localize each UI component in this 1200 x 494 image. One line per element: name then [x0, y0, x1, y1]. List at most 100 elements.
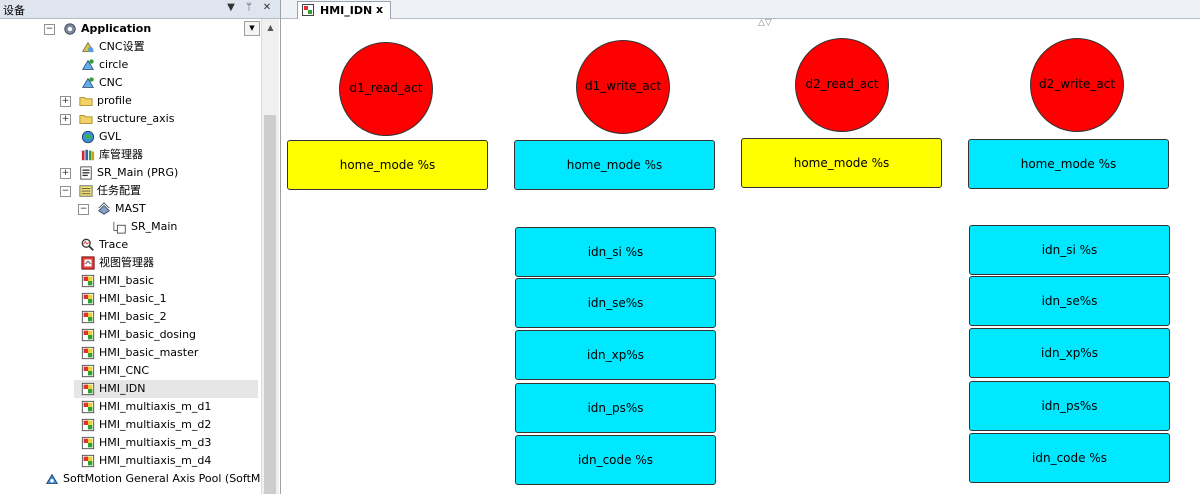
tree-item-label: HMI_basic_2: [99, 310, 167, 323]
scrollbar-thumb[interactable]: [264, 115, 276, 494]
tree-collapse-icon[interactable]: −: [44, 24, 55, 35]
lamp-label: d1_write_act: [584, 79, 662, 93]
cnc-settings-icon: [80, 40, 96, 54]
lamp-label: d1_read_act: [349, 81, 423, 95]
tree-item[interactable]: SR_Main: [112, 218, 177, 236]
tree-item-label: HMI_multiaxis_m_d2: [99, 418, 212, 431]
cnc-program-icon: [80, 76, 96, 90]
home-mode-field[interactable]: home_mode %s: [741, 138, 942, 188]
tree-item-label: GVL: [99, 130, 122, 143]
visu-icon: [302, 4, 314, 16]
visu-icon: [80, 364, 96, 378]
tree-collapse-icon[interactable]: −: [60, 186, 71, 197]
idn-field[interactable]: idn_code %s: [969, 433, 1170, 483]
visu-icon: [80, 292, 96, 306]
tree-item-label: HMI_multiaxis_m_d4: [99, 454, 212, 467]
folder-icon: [78, 94, 94, 108]
globe-icon: [80, 130, 96, 144]
program-icon: [78, 166, 94, 180]
tree-expand-icon[interactable]: +: [60, 96, 71, 107]
tree-item[interactable]: HMI_basic_2: [80, 308, 167, 326]
tree-item[interactable]: Trace: [80, 236, 128, 254]
tree-item[interactable]: CNC设置: [80, 38, 145, 56]
tree-item-label: 库管理器: [99, 148, 143, 161]
task-icon: [96, 202, 112, 216]
tab-close-icon[interactable]: x: [376, 3, 384, 16]
scroll-up-icon[interactable]: ▲: [267, 23, 274, 32]
visu-icon: [80, 418, 96, 432]
tree-item[interactable]: CNC: [80, 74, 123, 92]
canvas-marker-icon: △▽: [758, 18, 772, 28]
tree-item[interactable]: 视图管理器: [80, 254, 154, 272]
tree-item[interactable]: HMI_basic_dosing: [80, 326, 196, 344]
tree-item[interactable]: profile: [78, 92, 132, 110]
indicator-lamp-d1-read-act: d1_read_act: [339, 42, 433, 136]
tree-item-label: HMI_basic_1: [99, 292, 167, 305]
tree-expand-icon[interactable]: +: [60, 114, 71, 125]
task-config-icon: [78, 184, 94, 198]
folder-icon: [78, 112, 94, 126]
panel-pin-icon[interactable]: ᛘ: [246, 2, 252, 13]
tree-selection-highlight: [74, 380, 258, 398]
idn-field[interactable]: idn_si %s: [969, 225, 1170, 275]
editor-tabbar: HMI_IDN x: [281, 0, 1200, 19]
tree-item[interactable]: HMI_basic_master: [80, 344, 198, 362]
idn-field[interactable]: idn_si %s: [515, 227, 716, 277]
idn-field[interactable]: idn_xp%s: [515, 330, 716, 380]
lamp-label: d2_write_act: [1038, 77, 1116, 91]
tree-item[interactable]: SR_Main (PRG): [78, 164, 178, 182]
tree-item[interactable]: HMI_basic_1: [80, 290, 167, 308]
panel-menu-dropdown-icon[interactable]: ▼: [227, 2, 235, 13]
tree-item-label: HMI_basic_dosing: [99, 328, 197, 341]
visualization-canvas[interactable]: △▽ d1_read_act d1_write_act d2_read_act d2_…: [281, 18, 1200, 494]
tree-item[interactable]: HMI_multiaxis_m_d2: [80, 416, 211, 434]
tree-item[interactable]: HMI_CNC: [80, 362, 149, 380]
lamp-label: d2_read_act: [805, 77, 879, 91]
tree-dropdown-icon[interactable]: ▼: [244, 21, 260, 36]
tree-item[interactable]: HMI_IDN: [80, 380, 145, 398]
tree-item[interactable]: HMI_multiaxis_m_d3: [80, 434, 211, 452]
tab-hmi-idn[interactable]: HMI_IDN x: [297, 1, 391, 19]
tree-item-label: HMI_multiaxis_m_d3: [99, 436, 212, 449]
tree-item-label: Application: [81, 22, 152, 35]
gear-icon: [62, 22, 78, 36]
tree-item-label: circle: [99, 58, 129, 71]
trace-icon: [80, 238, 96, 252]
tree-expand-icon[interactable]: +: [60, 168, 71, 179]
tree-item[interactable]: SoftMotion General Axis Pool (SoftMotion: [44, 470, 261, 488]
tree-collapse-icon[interactable]: −: [78, 204, 89, 215]
tree-item-label: Trace: [99, 238, 129, 251]
tree-item[interactable]: MAST: [96, 200, 146, 218]
tree-scrollbar[interactable]: ▲: [261, 19, 279, 494]
indicator-lamp-d2-read-act: d2_read_act: [795, 38, 889, 132]
idn-field[interactable]: idn_se%s: [515, 278, 716, 328]
tree-item[interactable]: 库管理器: [80, 146, 143, 164]
idn-field[interactable]: idn_se%s: [969, 276, 1170, 326]
tree-item-label: HMI_basic: [99, 274, 155, 287]
home-mode-field[interactable]: home_mode %s: [287, 140, 488, 190]
home-mode-field[interactable]: home_mode %s: [968, 139, 1169, 189]
cnc-program-icon: [80, 58, 96, 72]
tree-item[interactable]: HMI_multiaxis_m_d1: [80, 398, 211, 416]
indicator-lamp-d1-write-act: d1_write_act: [576, 40, 670, 134]
tree-item-label: HMI_IDN: [99, 382, 146, 395]
tree-item[interactable]: structure_axis: [78, 110, 174, 128]
home-mode-field[interactable]: home_mode %s: [514, 140, 715, 190]
tree-item[interactable]: HMI_basic: [80, 272, 154, 290]
tree-item[interactable]: Application: [62, 20, 151, 38]
tree-item-label: structure_axis: [97, 112, 175, 125]
tree-item-label: HMI_CNC: [99, 364, 150, 377]
tree-item-label: SoftMotion General Axis Pool (SoftMotion: [63, 472, 261, 485]
panel-close-icon[interactable]: ✕: [262, 2, 272, 13]
visu-icon: [80, 328, 96, 342]
idn-field[interactable]: idn_ps%s: [515, 383, 716, 433]
tree-item-label: CNC设置: [99, 40, 145, 53]
tree-item[interactable]: HMI_multiaxis_m_d4: [80, 452, 211, 470]
idn-field[interactable]: idn_code %s: [515, 435, 716, 485]
tree-item[interactable]: 任务配置: [78, 182, 141, 200]
tree-item[interactable]: circle: [80, 56, 128, 74]
idn-field[interactable]: idn_ps%s: [969, 381, 1170, 431]
idn-field[interactable]: idn_xp%s: [969, 328, 1170, 378]
tree-item[interactable]: GVL: [80, 128, 121, 146]
